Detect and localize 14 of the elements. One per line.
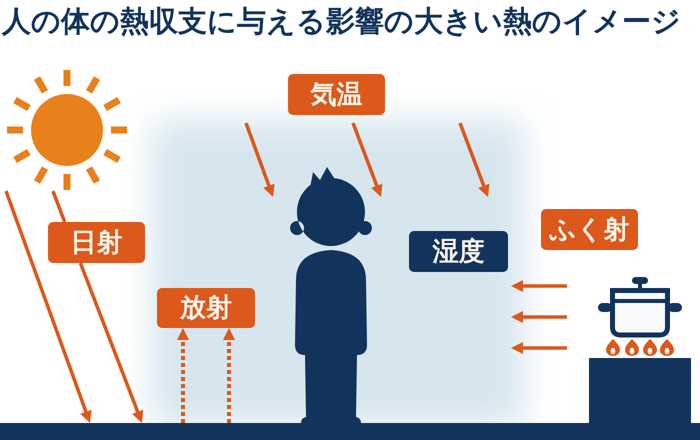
label-box: 湿度 xyxy=(409,231,508,272)
person-silhouette xyxy=(290,166,372,423)
dotted-arrow xyxy=(223,328,235,423)
arrow xyxy=(4,190,92,424)
sun-icon xyxy=(6,69,128,191)
dotted-arrow xyxy=(177,328,189,423)
arrow xyxy=(78,262,144,423)
label-box: 日射 xyxy=(48,222,145,263)
label-box: 放射 xyxy=(157,288,255,328)
title: 人の体の熱収支に与える影響の大きい熱のイメージ xyxy=(2,3,681,40)
line xyxy=(51,190,66,223)
label-box: 気温 xyxy=(288,74,385,115)
label-box: ふく射 xyxy=(541,209,638,250)
ground-bar xyxy=(0,423,700,440)
